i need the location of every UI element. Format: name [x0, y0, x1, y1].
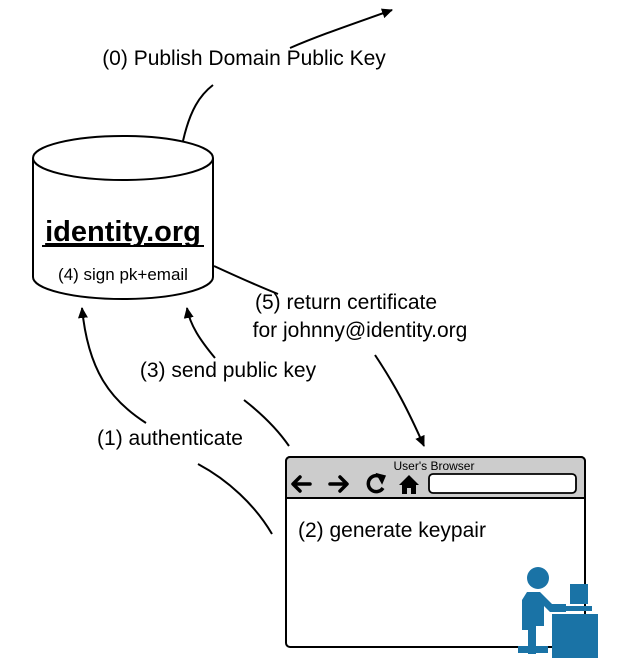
return-cert-label-2: for johnny@identity.org	[253, 319, 468, 342]
send-key-line	[243, 399, 290, 447]
server-action: (4) sign pk+email	[58, 265, 188, 284]
publish-label: (0) Publish Domain Public Key	[102, 47, 386, 70]
reload-icon[interactable]	[366, 472, 387, 494]
user-at-computer-icon	[518, 567, 598, 658]
return-cert-line-start	[213, 265, 279, 295]
forward-arrow-icon[interactable]	[328, 475, 349, 493]
authenticate-arrow	[77, 307, 147, 424]
return-cert-arrow	[374, 354, 425, 447]
send-key-label: (3) send public key	[140, 359, 317, 382]
browser-content-label: (2) generate keypair	[298, 519, 486, 542]
send-key-arrow	[183, 307, 216, 359]
browser-window: User's Browser (2) generate keypair	[285, 456, 586, 648]
return-cert-label-1: (5) return certificate	[255, 291, 437, 314]
server-title: identity.org	[45, 216, 201, 248]
back-arrow-icon[interactable]	[291, 475, 312, 493]
authenticate-line	[197, 463, 273, 535]
authenticate-label: (1) authenticate	[97, 427, 243, 450]
publish-arrow-tail	[289, 8, 393, 49]
home-icon[interactable]	[399, 475, 419, 494]
address-bar[interactable]	[428, 473, 577, 494]
browser-title: User's Browser	[394, 459, 475, 473]
identity-server: identity.org (4) sign pk+email	[32, 135, 214, 300]
publish-arrow	[182, 84, 214, 142]
